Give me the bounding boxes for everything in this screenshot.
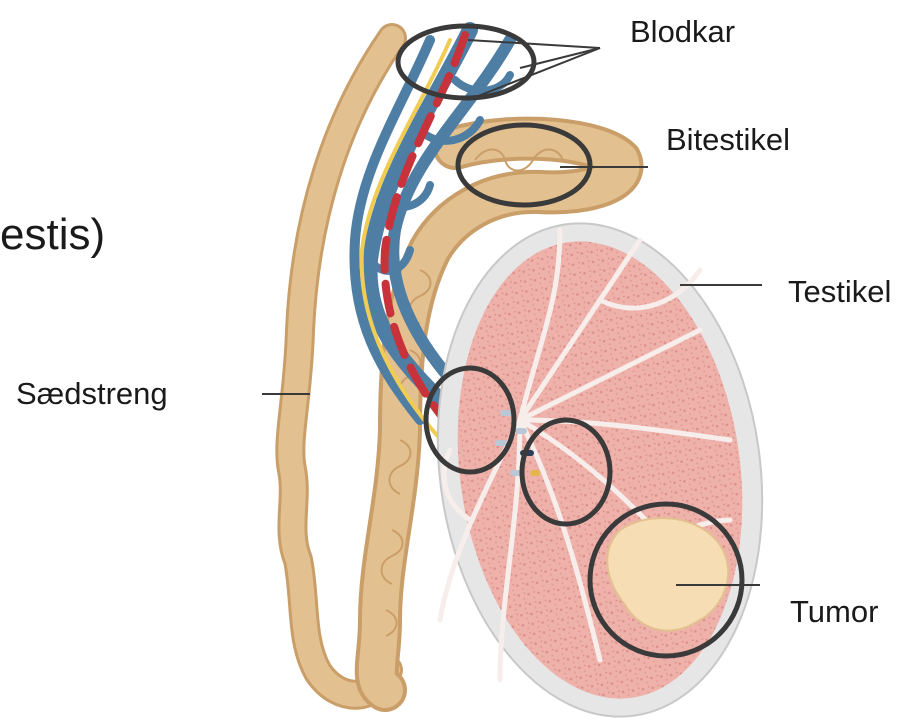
label-testikel: Testikel: [788, 276, 891, 307]
label-tumor: Tumor: [790, 596, 878, 627]
label-saedstreng: Sædstreng: [16, 378, 168, 409]
label-blodkar: Blodkar: [630, 16, 735, 47]
label-bitestikel: Bitestikel: [666, 124, 790, 155]
testis: [407, 202, 793, 720]
